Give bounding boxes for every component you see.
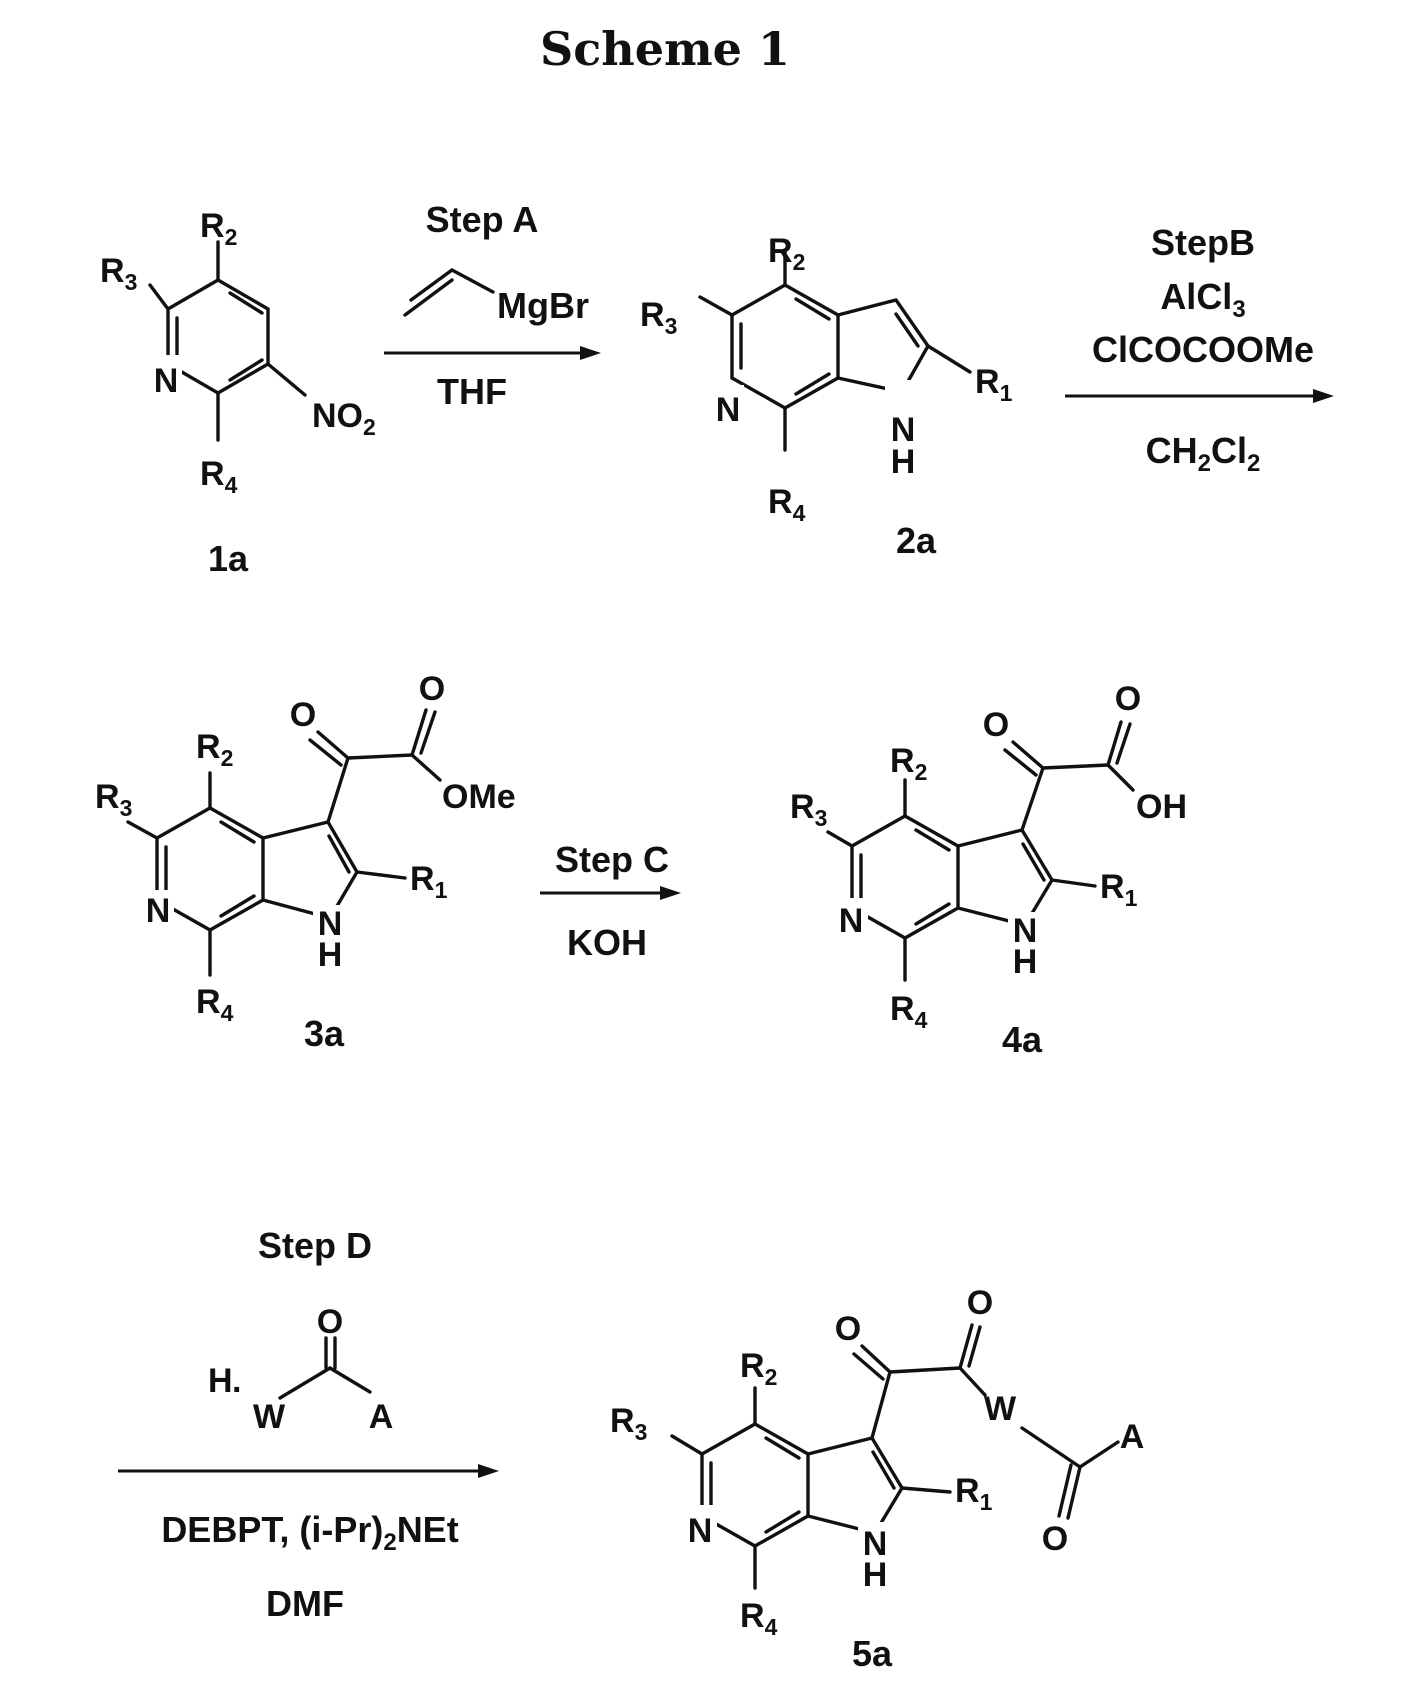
substituent-r4: R4 bbox=[200, 455, 238, 498]
substituent-r4: R4 bbox=[768, 483, 806, 526]
step-d-label: Step D bbox=[258, 1225, 372, 1266]
substituent-r3: R3 bbox=[790, 788, 827, 831]
step-a-reagent: MgBr bbox=[497, 285, 589, 326]
substituent-r4: R4 bbox=[740, 1597, 778, 1640]
pyrrole-h: H bbox=[1013, 943, 1038, 981]
substituent-r1: R1 bbox=[955, 1472, 993, 1515]
compound-3a: N N H O O OMe R2 R3 R4 R1 3a bbox=[95, 670, 516, 1054]
linker-w: W bbox=[984, 1390, 1017, 1428]
ketone-oxygen: O bbox=[983, 706, 1009, 744]
substituent-r2: R2 bbox=[740, 1347, 777, 1390]
substituent-r2: R2 bbox=[196, 728, 233, 771]
reagent-o: O bbox=[317, 1303, 343, 1341]
step-d-coupling: DEBPT, (i-Pr)2NEt bbox=[161, 1509, 458, 1556]
step-a-solvent: THF bbox=[437, 371, 507, 412]
step-a-label: Step A bbox=[426, 199, 539, 240]
step-c-reagent: KOH bbox=[567, 922, 647, 963]
substituent-r3: R3 bbox=[610, 1402, 647, 1445]
step-c-label: Step C bbox=[555, 839, 669, 880]
substituent-r2: R2 bbox=[890, 742, 927, 785]
substituent-r3: R3 bbox=[95, 778, 132, 821]
substituent-r1: R1 bbox=[410, 860, 448, 903]
compound-2a: N N H R2 R3 R4 R1 2a bbox=[640, 232, 1013, 561]
compound-label-5a: 5a bbox=[852, 1633, 893, 1674]
substituent-r1: R1 bbox=[975, 363, 1013, 406]
substituent-r3: R3 bbox=[100, 252, 137, 295]
compound-5a: N N H O O W A O R2 R3 R4 R1 5a bbox=[610, 1284, 1144, 1674]
pyrrole-h: H bbox=[891, 443, 916, 481]
ring-nitrogen: N bbox=[154, 362, 179, 400]
ester-carbonyl-oxygen: O bbox=[419, 670, 445, 708]
step-b-reagent1: AlCl3 bbox=[1160, 276, 1245, 323]
step-b-reagent2: ClCOCOOMe bbox=[1092, 329, 1314, 370]
pyrrole-h: H bbox=[318, 936, 343, 974]
step-d-solvent: DMF bbox=[266, 1583, 344, 1624]
ring-nitrogen: N bbox=[146, 892, 171, 930]
hydroxyl-group: OH bbox=[1136, 788, 1187, 826]
compound-1a: N R2 R3 R4 NO2 1a bbox=[100, 207, 376, 579]
ketone-oxygen: O bbox=[290, 696, 316, 734]
reagent-h: H bbox=[208, 1362, 233, 1400]
compound-4a: N N H O O OH R2 R3 R4 R1 4a bbox=[790, 680, 1187, 1060]
group-a: A bbox=[1120, 1418, 1145, 1456]
substituent-r3: R3 bbox=[640, 296, 677, 339]
substituent-r1: R1 bbox=[1100, 868, 1138, 911]
compound-label-1a: 1a bbox=[208, 538, 249, 579]
reagent-w: W bbox=[253, 1398, 286, 1436]
compound-label-4a: 4a bbox=[1002, 1019, 1043, 1060]
ketone-oxygen: O bbox=[835, 1310, 861, 1348]
substituent-r2: R2 bbox=[200, 207, 237, 250]
terminal-carbonyl-oxygen: O bbox=[1042, 1520, 1068, 1558]
step-d: Step D H · W O A DEBPT, (i-Pr)2NEt DMF bbox=[118, 1225, 499, 1624]
ring-nitrogen: N bbox=[839, 902, 864, 940]
step-b-label: StepB bbox=[1151, 222, 1255, 263]
substituent-r4: R4 bbox=[890, 990, 928, 1033]
reagent-a: A bbox=[369, 1398, 394, 1436]
ring-nitrogen: N bbox=[716, 391, 741, 429]
step-c: Step C KOH bbox=[540, 839, 681, 963]
substituent-r4: R4 bbox=[196, 983, 234, 1026]
step-b: StepB AlCl3 ClCOCOOMe CH2Cl2 bbox=[1065, 222, 1334, 477]
compound-label-3a: 3a bbox=[304, 1013, 345, 1054]
pyrrole-h: H bbox=[863, 1556, 888, 1594]
nitro-group: NO2 bbox=[312, 397, 376, 440]
acid-carbonyl-oxygen: O bbox=[1115, 680, 1141, 718]
reagent-dot: · bbox=[232, 1371, 243, 1409]
scheme-title: Scheme 1 bbox=[540, 22, 790, 76]
amide-carbonyl-oxygen: O bbox=[967, 1284, 993, 1322]
substituent-r2: R2 bbox=[768, 232, 805, 275]
methoxy-group: OMe bbox=[442, 778, 516, 816]
ring-nitrogen: N bbox=[688, 1512, 713, 1550]
step-a: Step A MgBr THF bbox=[384, 199, 601, 412]
step-b-solvent: CH2Cl2 bbox=[1146, 430, 1261, 477]
compound-label-2a: 2a bbox=[896, 520, 937, 561]
